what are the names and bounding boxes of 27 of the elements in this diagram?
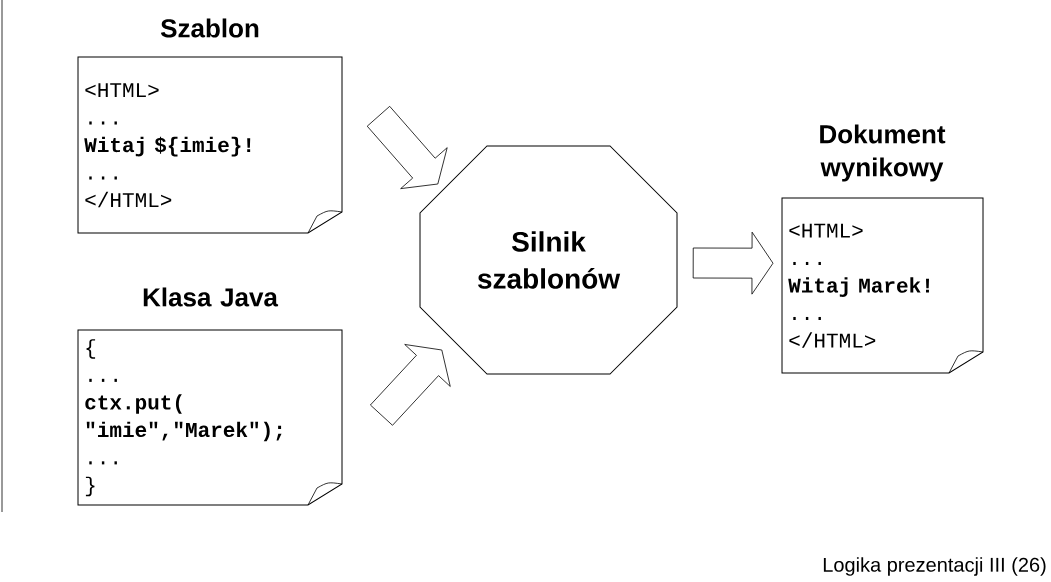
node-label: ... — [89, 461, 117, 465]
node-label: </HTML> — [85, 191, 172, 208]
node-label: </HTML> — [789, 332, 876, 348]
heading: Dokument wynikowy — [820, 124, 946, 182]
node-label: ... — [793, 261, 821, 266]
block-arrow — [370, 344, 451, 426]
block-arrow — [692, 231, 774, 295]
footer-text: Logika prezentacji III (26) — [823, 557, 1046, 576]
node-label: <HTML> — [85, 83, 159, 98]
node-label: { — [86, 339, 96, 359]
node-label: Witaj Marek! — [788, 277, 930, 297]
node-label: ... — [89, 378, 117, 382]
engine-octagon: Silnik szablonów — [419, 145, 678, 375]
heading: Klasa Java — [143, 287, 279, 307]
node-label: <HTML> — [789, 223, 863, 238]
node-label: ctx.put( — [85, 394, 182, 414]
document-box: <HTML> ... Witaj Marek! ... </HTML> — [781, 197, 984, 374]
document-box: <HTML> ... Witaj ${imie}! ... </HTML> — [77, 56, 343, 234]
heading: Szablon — [160, 18, 259, 38]
node-label: } — [85, 476, 95, 497]
document-box: { ... ctx.put( "imie","Marek"); ... } — [77, 329, 343, 506]
node-label: ... — [793, 316, 821, 321]
node-label: ... — [89, 176, 117, 180]
block-arrow — [366, 105, 448, 190]
node-label: ... — [89, 121, 117, 125]
node-label: Witaj ${imie}! — [84, 136, 251, 157]
node-label: "imie","Marek"); — [86, 421, 282, 442]
